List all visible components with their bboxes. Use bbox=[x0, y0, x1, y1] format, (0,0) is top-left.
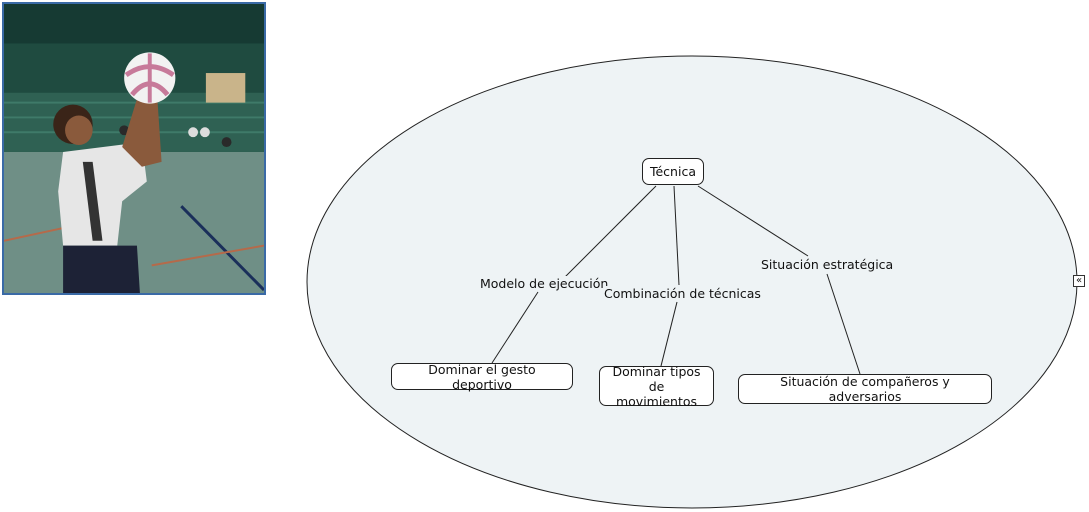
node-leaf-gesto[interactable]: Dominar el gesto deportivo bbox=[391, 361, 573, 392]
connector-modelo-leaf bbox=[491, 291, 539, 364]
node-leaf-gesto-label: Dominar el gesto deportivo bbox=[428, 361, 536, 392]
link-label-combinacion: Combinación de técnicas bbox=[603, 286, 762, 301]
connector-situacion-leaf bbox=[826, 273, 861, 375]
node-leaf-companeros-label: Situación de compañeros y adversarios bbox=[780, 374, 950, 404]
link-label-modelo: Modelo de ejecución bbox=[479, 276, 610, 291]
node-leaf-movimientos[interactable]: Dominar tipos de movimientos bbox=[599, 363, 714, 409]
double-chevron-left-icon: « bbox=[1075, 275, 1083, 286]
photo-illustration bbox=[4, 4, 264, 293]
connector-root-modelo bbox=[564, 185, 657, 278]
node-leaf-movimientos-label: Dominar tipos de movimientos bbox=[612, 363, 701, 409]
node-root-label: Técnica bbox=[649, 164, 696, 179]
node-root[interactable]: Técnica bbox=[642, 158, 704, 185]
node-leaf-companeros[interactable]: Situación de compañeros y adversarios bbox=[738, 374, 992, 404]
concept-map-ellipse bbox=[306, 55, 1078, 509]
connector-root-combinacion bbox=[673, 185, 680, 286]
collapse-button[interactable]: « bbox=[1073, 275, 1085, 287]
connector-root-situacion bbox=[697, 185, 809, 257]
photo-basketball-player bbox=[2, 2, 266, 295]
link-label-situacion: Situación estratégica bbox=[760, 257, 895, 272]
connector-combinacion-leaf bbox=[660, 301, 678, 367]
